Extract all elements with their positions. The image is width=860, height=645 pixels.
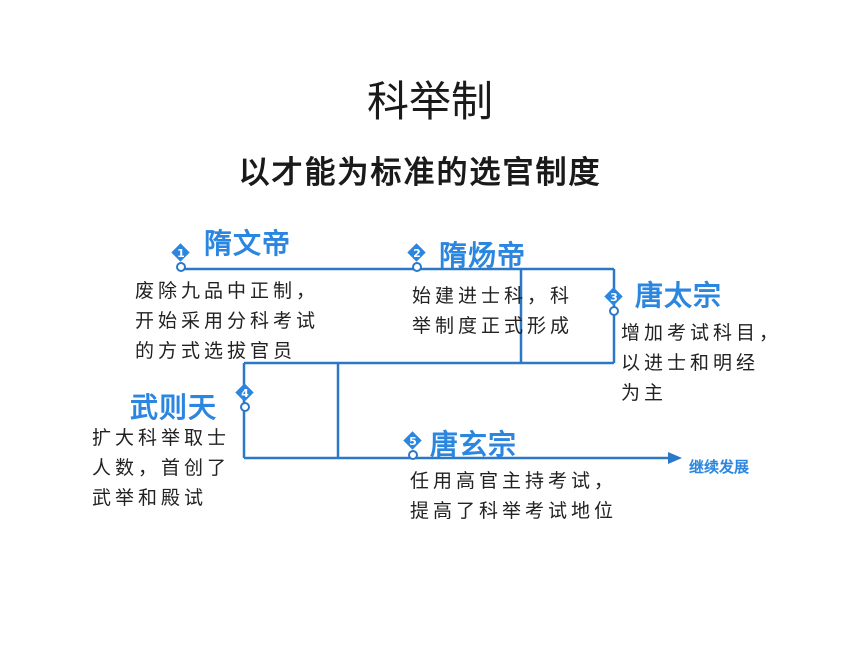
step-marker-5: 5 [402, 431, 426, 460]
emperor-desc-sui-yangdi: 始建进士科，科 举制度正式形成 [412, 285, 574, 337]
emperor-desc-sui-wendi: 废除九品中正制， 开始采用分科考试 的方式选拔官员 [135, 280, 320, 362]
timeline-arrowhead [668, 452, 682, 464]
emperor-name-sui-wendi: 隋文帝 [204, 227, 292, 260]
step-number: 1 [177, 247, 185, 260]
timeline-node [609, 306, 619, 316]
timeline-node [412, 262, 422, 272]
step-number: 4 [241, 387, 249, 400]
emperor-desc-tang-xuanzong: 任用高官主持考试， 提高了科举考试地位 [410, 470, 618, 522]
emperor-desc-tang-taizong: 增加考试科目， 以进士和明经 为主 [621, 322, 783, 404]
step-number: 3 [610, 291, 618, 304]
step-marker-1: 1 [170, 243, 194, 272]
emperor-name-sui-yangdi: 隋炀帝 [439, 239, 527, 272]
emperor-desc-wu-zetian: 扩大科举取士 人数，首创了 武举和殿试 [92, 427, 231, 509]
page-subtitle: 以才能为标准的选官制度 [238, 155, 602, 191]
emperor-name-tang-xuanzong: 唐玄宗 [430, 428, 518, 461]
step-marker-2: 2 [406, 243, 430, 272]
timeline-node [408, 450, 418, 460]
timeline-node [240, 402, 250, 412]
continue-label: 继续发展 [689, 458, 750, 476]
step-marker-3: 3 [603, 287, 627, 316]
timeline-node [176, 262, 186, 272]
step-number: 2 [413, 247, 421, 260]
step-marker-4: 4 [234, 383, 258, 412]
emperor-name-tang-taizong: 唐太宗 [635, 279, 723, 312]
step-number: 5 [409, 435, 417, 448]
emperor-name-wu-zetian: 武则天 [130, 391, 218, 424]
page-title: 科举制 [366, 77, 493, 126]
